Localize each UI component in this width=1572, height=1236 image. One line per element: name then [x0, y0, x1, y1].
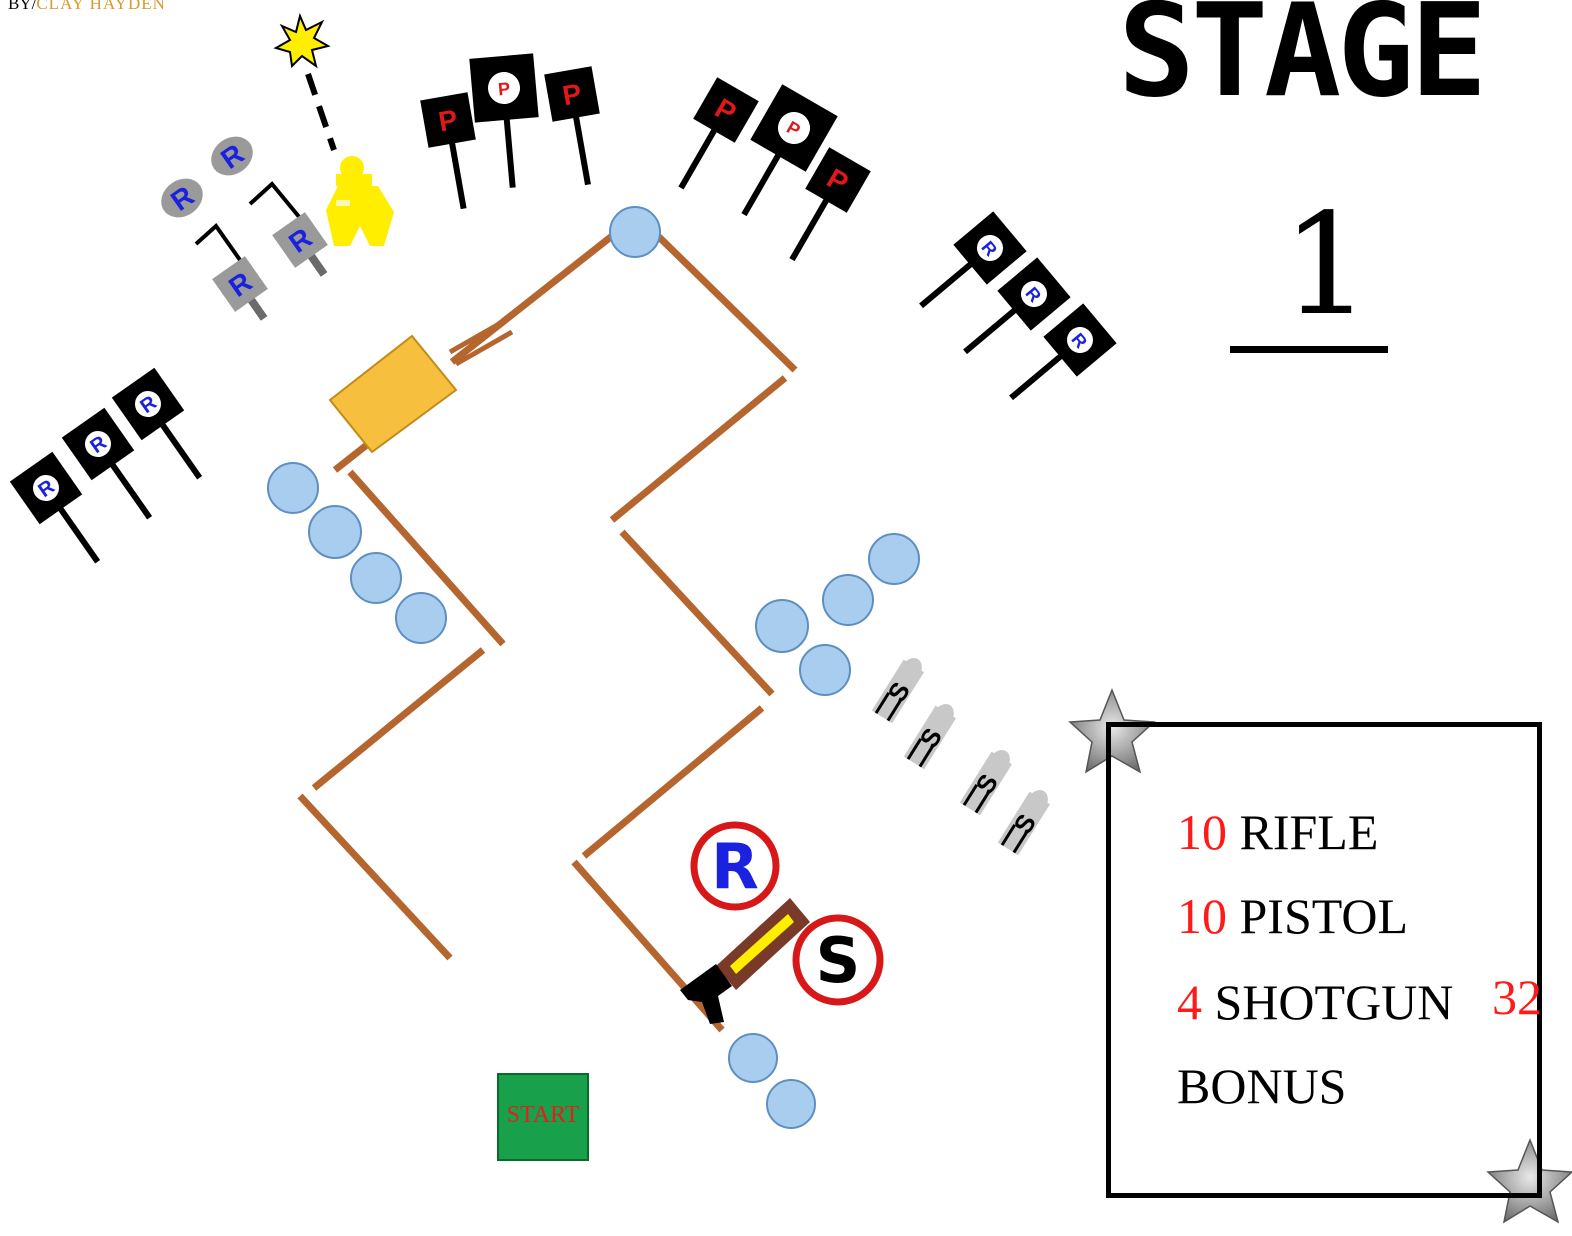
pistol-target: P [789, 147, 871, 262]
rifle-target-gray: R [161, 178, 203, 218]
rifle-target-gray: R [272, 212, 328, 277]
bang-flash [273, 12, 337, 151]
shotgun-count-row: 4 SHOTGUN [1177, 977, 1453, 1027]
silhouette-target [326, 156, 394, 246]
rifle-count: 10 [1177, 804, 1227, 860]
rail [448, 317, 514, 367]
start-box [497, 1073, 589, 1161]
hinge-frame [194, 181, 302, 262]
shotgun-target: S [959, 750, 1012, 816]
stage-number: 1 [1282, 184, 1372, 347]
barrel [799, 644, 851, 696]
rifle-target: R [963, 257, 1071, 355]
round-count-box: 10 RIFLE 10 PISTOL 4 SHOTGUN BONUS [1106, 722, 1542, 1198]
barrel [308, 505, 362, 559]
rifle-target: R [1009, 303, 1117, 401]
barrel [766, 1079, 816, 1129]
rifle-target-gray: R [211, 136, 253, 176]
round-total: 32 [1492, 969, 1542, 1025]
barrels [267, 206, 920, 1129]
rifle-staging-letter: R [711, 830, 759, 903]
pistol-target: P [469, 53, 539, 188]
pistol-target: P [678, 77, 759, 190]
author-credit: BY/CLAY HAYDEN [8, 0, 166, 14]
rifle-target: R [111, 367, 203, 480]
wall [332, 441, 371, 473]
pistol-label: PISTOL [1239, 888, 1409, 944]
wall [619, 529, 775, 697]
start-label: START [507, 1102, 580, 1128]
pistol-letter: P [436, 104, 460, 138]
barrel [822, 574, 874, 626]
barrel [728, 1033, 778, 1083]
barrel [609, 206, 661, 258]
shotgun-target: S [871, 658, 924, 724]
star-badge-icon [1486, 1137, 1572, 1224]
pistol-target: P [420, 92, 476, 210]
star-badge-icon [1068, 687, 1156, 774]
shotgun-count: 4 [1177, 974, 1202, 1030]
barrel [868, 533, 920, 585]
rifle-label: RIFLE [1239, 804, 1379, 860]
bonus-row: BONUS [1177, 1061, 1346, 1111]
pistol-target: P [741, 84, 838, 217]
rifle-target: R [919, 211, 1027, 309]
shotgun-target: S [903, 704, 956, 770]
wall [297, 793, 453, 961]
wall [655, 233, 798, 373]
pistol-icon [680, 964, 732, 1024]
pistol-letter: P [497, 79, 511, 100]
stage-title: STAGE [1118, 0, 1487, 126]
bonus-label: BONUS [1177, 1058, 1347, 1114]
shotgun-targets: S S S S [871, 658, 1050, 856]
wall [571, 859, 725, 1033]
flash-icon [273, 12, 331, 69]
rifle-staging-marker: R [690, 821, 780, 911]
credit-name: CLAY HAYDEN [36, 0, 166, 13]
rifle-target: R [61, 407, 153, 520]
pistol-count: 10 [1177, 888, 1227, 944]
stage-number-underline [1230, 346, 1388, 353]
pistol-targets-top: P P P [420, 53, 600, 210]
wall [449, 233, 615, 365]
walls [297, 233, 798, 1033]
barrel [395, 592, 447, 644]
rifle-target: R [9, 451, 101, 564]
wall [311, 647, 486, 791]
knockdown-targets: R R R R [161, 136, 328, 321]
pistol-count-row: 10 PISTOL [1177, 891, 1408, 941]
shotgun-label: SHOTGUN [1214, 974, 1454, 1030]
shotgun-staging-marker: S [792, 914, 884, 1006]
rifle-count-row: 10 RIFLE [1177, 807, 1378, 857]
gun-table [680, 898, 810, 1024]
wall [609, 375, 788, 523]
pistol-letter: P [560, 78, 584, 112]
barrel [755, 599, 809, 653]
wall [581, 705, 765, 859]
shotgun-target: S [997, 790, 1050, 856]
wall [347, 469, 506, 647]
rifle-targets-right: R R R [919, 211, 1117, 401]
pistol-target: P [544, 66, 600, 186]
table-prop [328, 334, 458, 454]
rifle-target-gray: R [212, 256, 268, 321]
barrel [267, 462, 319, 514]
rifle-targets-left: R R R [9, 367, 203, 564]
credit-by: BY/ [8, 0, 37, 13]
barrel [350, 552, 402, 604]
shotgun-staging-letter: S [816, 924, 861, 997]
pistol-targets-right: P P P [678, 77, 871, 262]
